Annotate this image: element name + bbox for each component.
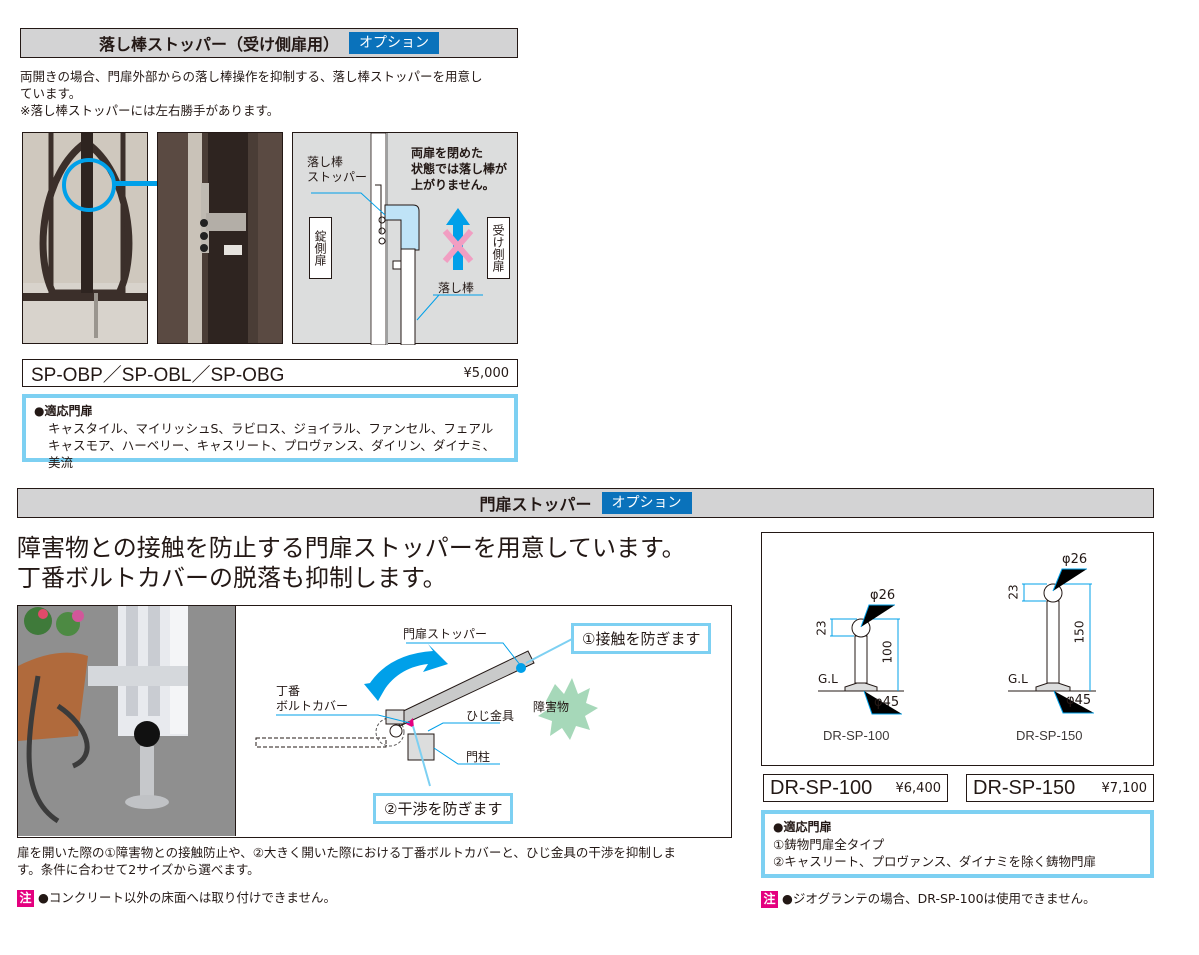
drop-rod-label: 落し棒 — [438, 281, 475, 295]
caption-line: す。条件に合わせて2サイズから選べます。 — [17, 862, 260, 877]
drop-rod-stopper-diagram: 落し棒 ストッパー 両扉を閉めた 状態では落し棒が 上がりません。 錠側扉 受け… — [292, 132, 518, 345]
model-number: DR-SP-100 — [770, 776, 873, 799]
caption-text: 両扉を閉めた — [411, 146, 484, 160]
base-diameter-100: φ45 — [874, 695, 900, 710]
label-text: 落し棒 — [307, 155, 344, 169]
compatible-gates-box-2: ●適応門扉 ①鋳物門扉全タイプ ②キャスリート、プロヴァンス、ダイナミを除く鋳物… — [761, 810, 1154, 878]
photo-connector-line — [112, 181, 158, 186]
section1-description: 両開きの場合、門扉外部からの落し棒操作を抑制する、落し棒ストッパーを用意し てい… — [20, 68, 530, 119]
product-box-dr-sp-150: DR-SP-150 ¥7,100 — [966, 774, 1154, 802]
note-text: ●ジオグランテの場合、DR-SP-100は使用できません。 — [782, 891, 1096, 906]
product-box-dr-sp-100: DR-SP-100 ¥6,400 — [763, 774, 948, 802]
price: ¥7,100 — [1101, 780, 1148, 796]
description-line: ています。 — [20, 86, 82, 101]
option-badge: オプション — [601, 492, 692, 514]
dimension-drawing: φ26 φ45 23 100 G.L DR-SP-100 φ26 φ45 23 … — [761, 532, 1154, 766]
stopper-label: 門扉ストッパー — [403, 627, 488, 641]
closed-state-caption: 両扉を閉めた 状態では落し棒が 上がりません。 — [411, 145, 507, 193]
price: ¥5,000 — [463, 365, 510, 381]
caption-line: 扉を開いた際の①障害物との接触防止や、②大きく開いた際における丁番ボルトカバーと… — [17, 845, 676, 860]
ground-level-100: G.L — [818, 672, 838, 686]
receiving-side-door-label: 受け側扉 — [487, 217, 510, 279]
lead-line: 障害物との接触を防止する門扉ストッパーを用意しています。 — [17, 534, 686, 562]
lead-line: 丁番ボルトカバーの脱落も抑制します。 — [17, 564, 447, 592]
model-price-box: SP-OBP／SP-OBL／SP-OBG ¥5,000 — [22, 359, 518, 387]
gate-post-label: 門柱 — [466, 750, 491, 764]
compatible-heading: ●適応門扉 — [34, 404, 93, 418]
lock-side-door-label: 錠側扉 — [309, 217, 332, 279]
gate-stopper-photo — [18, 606, 236, 836]
compatible-heading: ●適応門扉 — [773, 820, 832, 834]
gate-stopper-diagram — [255, 637, 598, 787]
base-diameter-150: φ45 — [1066, 693, 1092, 708]
note-mark-icon: 注 — [761, 891, 778, 908]
section2-caption: 扉を開いた際の①障害物との接触防止や、②大きく開いた際における丁番ボルトカバーと… — [17, 844, 757, 878]
description-line: 両開きの場合、門扉外部からの落し棒操作を抑制する、落し棒ストッパーを用意し — [20, 69, 483, 84]
note-text: ●コンクリート以外の床面へは取り付けできません。 — [38, 890, 337, 905]
model-restriction-note: 注 ●ジオグランテの場合、DR-SP-100は使用できません。 — [761, 890, 1096, 908]
elbow-fitting-label: ひじ金具 — [466, 709, 515, 723]
total-height-150: 150 — [1072, 620, 1087, 644]
stopper-label: 落し棒 ストッパー — [307, 155, 367, 185]
gate-photo — [22, 132, 148, 344]
ball-diameter-150: φ26 — [1062, 552, 1088, 567]
gate-image — [23, 133, 147, 343]
callout-prevent-interference: ②干渉を防ぎます — [373, 793, 514, 824]
diagram-drawing — [311, 133, 483, 345]
caption-text: 状態では落し棒が — [411, 162, 508, 176]
drawing-label-150: DR-SP-150 — [1016, 728, 1083, 743]
model-number: DR-SP-150 — [973, 776, 1076, 799]
dimension-lines — [818, 568, 1096, 715]
label-text: ボルトカバー — [276, 699, 349, 713]
drawing-label-100: DR-SP-100 — [823, 728, 890, 743]
handedness-note: ※落し棒ストッパーには左右勝手があります。 — [20, 103, 280, 118]
obstacle-label: 障害物 — [533, 700, 570, 714]
section1-title: 落し棒ストッパー（受け側扉用） — [98, 35, 339, 54]
section2-lead: 障害物との接触を防止する門扉ストッパーを用意しています。 丁番ボルトカバーの脱落… — [17, 533, 686, 593]
label-text: ストッパー — [307, 170, 368, 184]
stopper-photo-image — [18, 606, 235, 836]
section2-header: 門扉ストッパー オプション — [17, 488, 1154, 518]
installation-note: 注 ●コンクリート以外の床面へは取り付けできません。 — [17, 889, 336, 907]
total-height-100: 100 — [880, 640, 895, 664]
stopper-closeup-photo — [157, 132, 283, 344]
ball-height-100: 23 — [814, 620, 829, 636]
option-badge: オプション — [349, 32, 439, 54]
ball-height-150: 23 — [1006, 584, 1021, 600]
label-text: 丁番 — [276, 684, 301, 698]
section1-header: 落し棒ストッパー（受け側扉用） オプション — [20, 28, 518, 58]
compatible-gates-box: ●適応門扉 キャスタイル、マイリッシュS、ラビロス、ジョイラル、ファンセル、フェ… — [22, 394, 518, 470]
model-number: SP-OBP／SP-OBL／SP-OBG — [31, 364, 285, 386]
compatible-list: ①鋳物門扉全タイプ — [773, 837, 885, 852]
gate-stopper-illustration: 門扉ストッパー ①接触を防ぎます ②干渉を防ぎます 丁番 ボルトカバー ひじ金具… — [17, 605, 732, 838]
note-mark-icon: 注 — [17, 890, 34, 907]
callout-prevent-contact: ①接触を防ぎます — [571, 623, 712, 654]
closeup-image — [158, 133, 282, 343]
compatible-list: ②キャスリート、プロヴァンス、ダイナミを除く鋳物門扉 — [773, 854, 1096, 869]
ground-level-150: G.L — [1008, 672, 1028, 686]
compatible-list: キャスタイル、マイリッシュS、ラビロス、ジョイラル、ファンセル、フェアル — [48, 421, 494, 436]
ball-diameter-100: φ26 — [870, 588, 896, 603]
compatible-list: キャスモア、ハーベリー、キャスリート、プロヴァンス、ダイリン、ダイナミ、美流 — [48, 438, 496, 470]
price: ¥6,400 — [895, 780, 942, 796]
section2-title: 門扉ストッパー — [479, 495, 592, 514]
caption-text: 上がりません。 — [411, 178, 495, 192]
hinge-bolt-cover-label: 丁番 ボルトカバー — [276, 684, 348, 714]
